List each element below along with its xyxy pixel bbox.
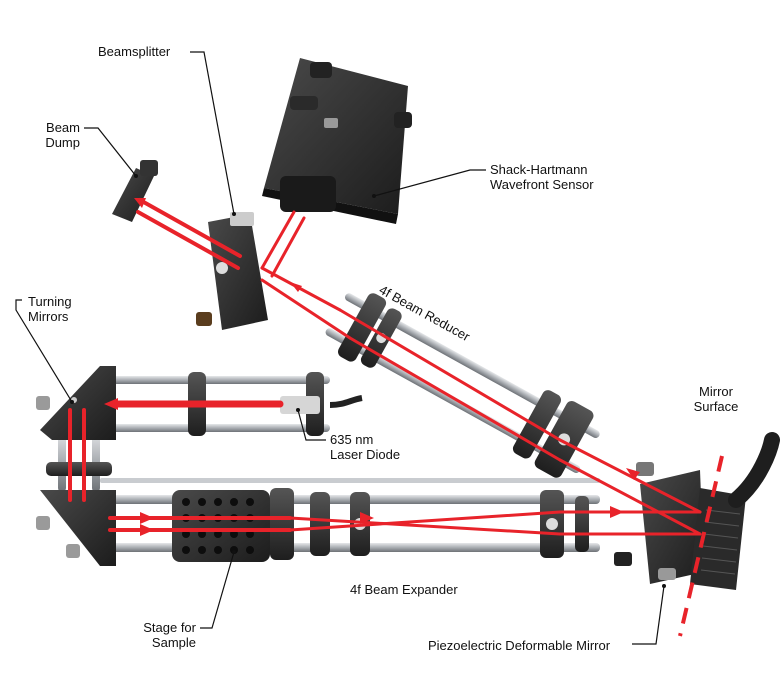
turning-mirror-top: [36, 366, 116, 440]
laser-cage: [100, 372, 363, 436]
laser-beams: [68, 198, 702, 536]
turning-mirror-rods: [46, 430, 112, 492]
deformable-mirror: [614, 432, 780, 590]
sample-stage: [172, 490, 270, 562]
beam-dump: [112, 160, 158, 222]
label-laser-diode: 635 nm Laser Diode: [330, 432, 401, 462]
beamsplitter-mount: [196, 212, 268, 330]
leader-lines: [15, 51, 665, 645]
label-turning-mirrors: Turning Mirrors: [28, 294, 72, 324]
label-shack-hartmann: Shack-Hartmann Wavefront Sensor: [490, 162, 594, 192]
shack-hartmann-sensor: [262, 58, 412, 224]
label-beam-expander: 4f Beam Expander: [350, 582, 458, 597]
mirror-surface-line: [678, 455, 724, 637]
label-beam-dump: Beam Dump: [45, 120, 80, 150]
leader-dots: [70, 174, 666, 588]
beam-reducer-cage: [325, 293, 600, 478]
label-mirror-surface: Mirror Surface: [693, 384, 739, 414]
turning-mirror-bottom: [36, 490, 116, 566]
label-deformable-mirror: Piezoelectric Deformable Mirror: [428, 638, 611, 653]
label-stage-for-sample: Stage for Sample: [143, 620, 196, 650]
label-beamsplitter: Beamsplitter: [98, 44, 171, 59]
